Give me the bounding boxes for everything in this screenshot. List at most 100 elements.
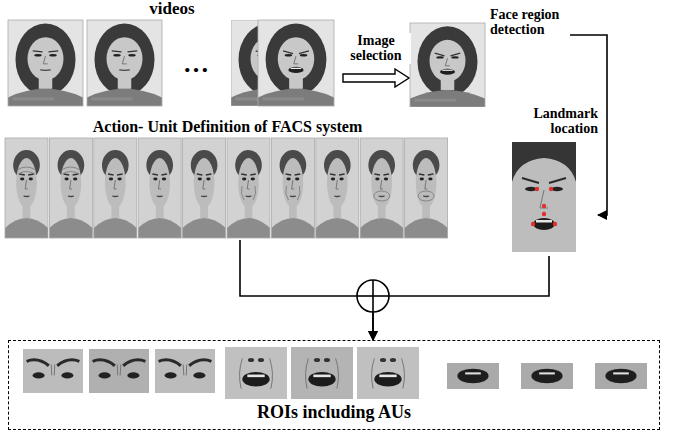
brow	[108, 174, 114, 175]
nose	[336, 180, 339, 189]
shoulders	[405, 218, 448, 238]
landmark-face	[512, 142, 576, 252]
brow	[428, 174, 434, 175]
brow	[117, 174, 123, 175]
eye	[339, 178, 343, 181]
open-mouth	[374, 372, 401, 387]
face-photo	[227, 138, 270, 238]
face-photo	[258, 20, 334, 106]
merge-circle	[357, 280, 389, 312]
face-skin	[28, 37, 64, 80]
eye	[295, 178, 299, 181]
eye	[128, 54, 136, 56]
au-ring	[418, 191, 434, 201]
time-stamp-mark	[263, 97, 305, 100]
landmark-point	[542, 212, 546, 216]
nose	[43, 56, 48, 64]
au-line	[241, 186, 255, 200]
brow	[522, 178, 566, 183]
roi-skin	[357, 347, 419, 399]
nostril	[390, 358, 396, 362]
photo-ground	[49, 138, 92, 238]
brow	[241, 174, 247, 175]
au-line	[286, 186, 300, 200]
nostril	[380, 358, 386, 362]
shoulders	[5, 218, 48, 238]
photo-ground	[183, 138, 226, 238]
au-marking	[286, 186, 300, 200]
time-stamp-mark	[415, 99, 456, 102]
video-strip: videos	[5, 0, 339, 108]
eye	[49, 54, 57, 56]
nose	[25, 180, 28, 189]
face-skin	[430, 40, 466, 82]
au-marking	[241, 186, 255, 200]
eye	[33, 372, 45, 378]
face-skin	[512, 142, 576, 252]
roi-skin	[225, 347, 287, 399]
time-stamp-mark	[13, 97, 54, 100]
mouth	[245, 195, 251, 197]
face-skin	[278, 37, 314, 80]
landmark-point	[531, 222, 535, 226]
photo-ground	[227, 138, 270, 238]
hair	[95, 23, 155, 95]
teeth	[313, 375, 330, 378]
photo-ground	[94, 138, 137, 238]
connector-line	[373, 256, 549, 340]
face-skin	[149, 158, 170, 208]
crease	[117, 364, 121, 375]
brow	[161, 174, 167, 175]
roi-skin	[291, 347, 353, 399]
mouth	[423, 195, 429, 197]
connector	[373, 256, 549, 340]
eye	[127, 372, 139, 378]
brow	[64, 174, 70, 175]
teeth	[247, 375, 264, 378]
mouth	[119, 69, 130, 71]
eye	[113, 54, 121, 56]
shoulders	[258, 89, 334, 106]
landmark-point	[549, 187, 553, 191]
photo-ground	[360, 138, 403, 238]
au-ring	[374, 191, 390, 201]
brow	[451, 53, 461, 56]
photo-frame	[138, 138, 181, 238]
roi-mouth-region	[291, 347, 353, 399]
eye	[420, 178, 424, 181]
time-stamp-mark	[92, 97, 133, 100]
hair	[512, 142, 576, 182]
fold	[240, 358, 273, 388]
nose	[292, 180, 295, 189]
brow	[299, 51, 309, 54]
face-skin	[283, 158, 304, 208]
face-photo	[316, 138, 359, 238]
face-photo	[183, 138, 226, 238]
roi-skin	[23, 349, 83, 393]
open-mouth	[440, 69, 455, 75]
brow	[49, 50, 59, 52]
shoulders	[410, 90, 485, 107]
photo-frame	[5, 138, 48, 238]
node-heading: Face region detection	[490, 7, 568, 38]
roi-mouth-region	[357, 347, 419, 399]
open-mouth	[531, 369, 562, 384]
photo-frame	[183, 138, 226, 238]
nose	[540, 190, 548, 208]
mouth	[379, 195, 385, 197]
eye	[242, 178, 246, 181]
roi-lip-region	[447, 363, 499, 389]
nose	[294, 56, 299, 64]
nose	[425, 180, 428, 189]
face-photo	[360, 138, 403, 238]
landmark-point	[542, 204, 546, 208]
face-skin	[105, 158, 126, 208]
brow	[73, 174, 79, 175]
photo-ground	[405, 138, 448, 238]
connector-line	[240, 240, 373, 340]
roi-skin	[89, 349, 149, 393]
node-heading: ROIs including AUs	[9, 403, 659, 423]
au-marking	[61, 167, 80, 174]
node-heading: Landmark location	[512, 106, 598, 137]
shoulders	[138, 218, 181, 238]
